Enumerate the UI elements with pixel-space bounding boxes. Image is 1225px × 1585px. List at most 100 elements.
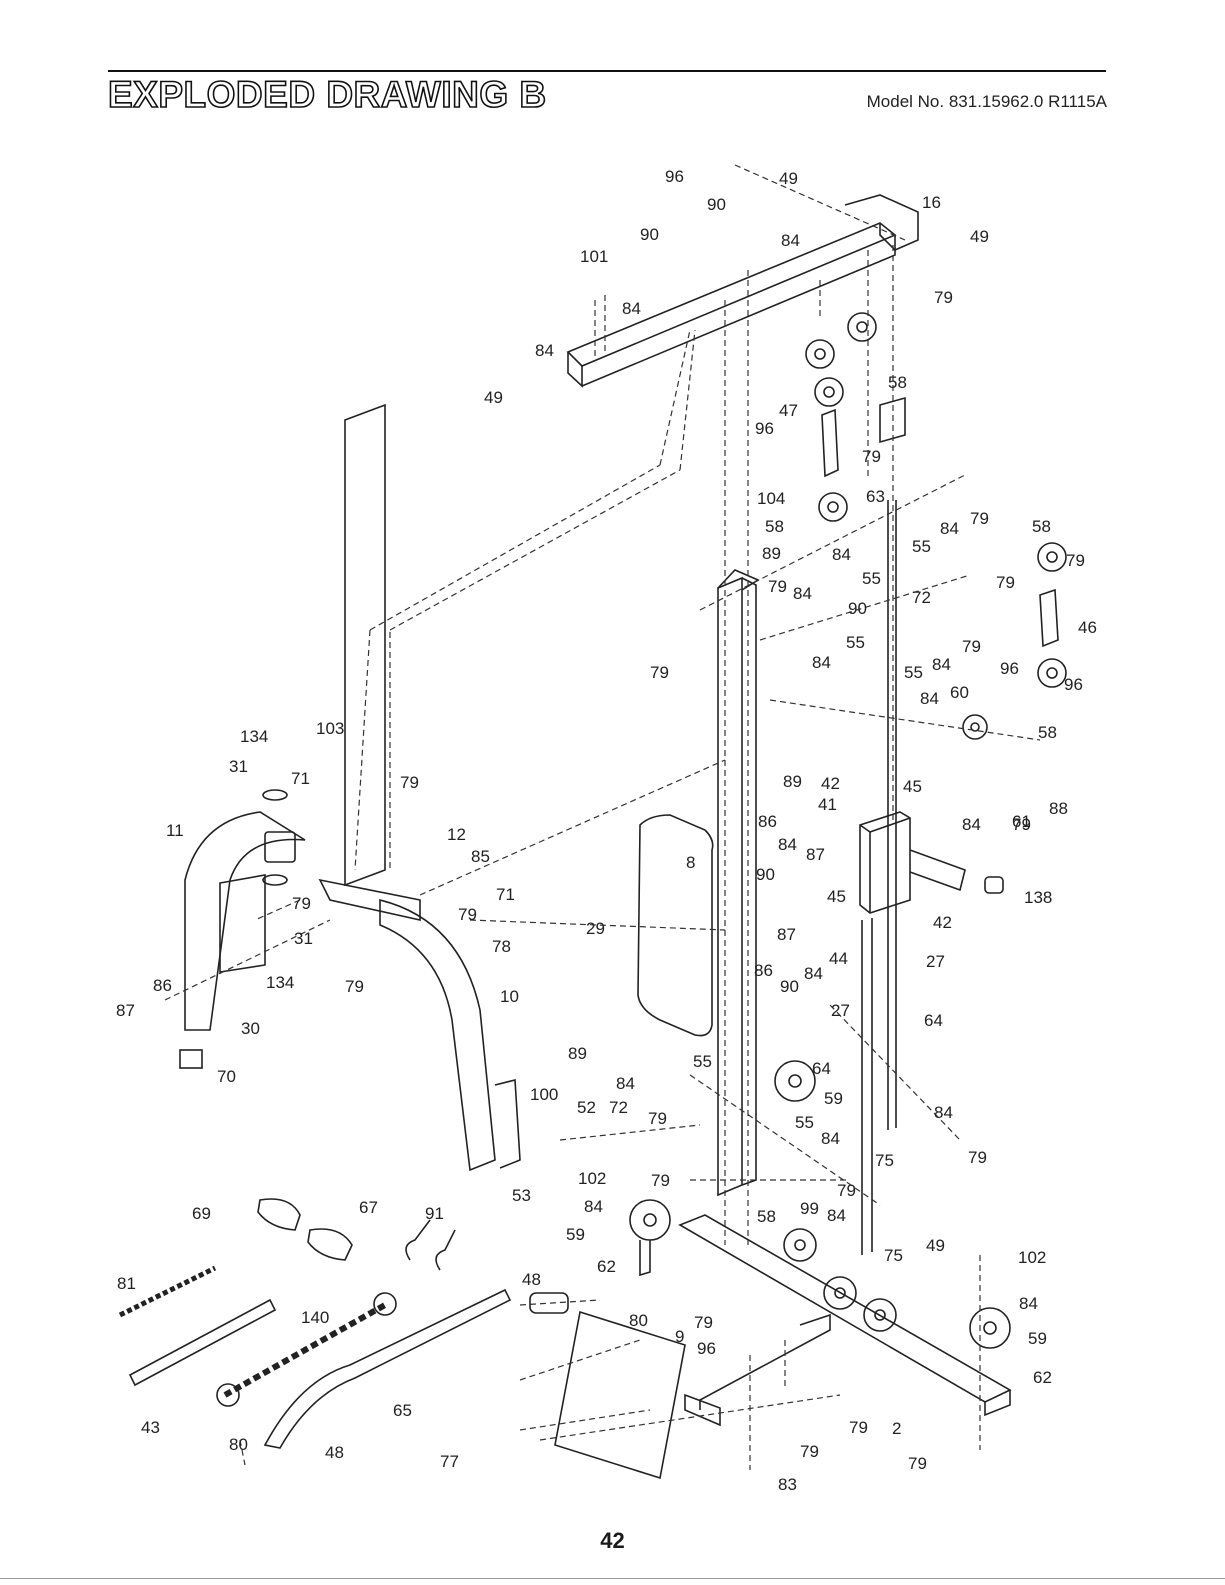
part-label: 101: [580, 247, 608, 266]
front-pad: [219, 874, 266, 973]
part-label: 58: [1032, 517, 1051, 536]
part-label: 49: [970, 227, 989, 246]
pulley: [774, 1060, 816, 1102]
part-label: 84: [535, 341, 554, 360]
part-label: 45: [903, 777, 922, 796]
part-label: 84: [827, 1206, 846, 1225]
pulley: [1037, 542, 1067, 572]
part-label: 11: [166, 821, 184, 840]
part-label: 79: [968, 1148, 987, 1167]
part-label: 84: [920, 689, 939, 708]
part-label: 43: [141, 1418, 160, 1437]
front-leg: [184, 811, 306, 1031]
part-label: 84: [932, 655, 951, 674]
part-label: 99: [800, 1199, 819, 1218]
pulley: [969, 1307, 1011, 1349]
part-label: 86: [758, 812, 777, 831]
part-label: 89: [783, 772, 802, 791]
model-number: Model No. 831.15962.0 R1115A: [866, 92, 1107, 111]
part-label: 44: [829, 949, 848, 968]
part-label: 90: [640, 225, 659, 244]
part-label: 90: [756, 865, 775, 884]
part-label: 64: [924, 1011, 943, 1030]
part-label: 84: [781, 231, 800, 250]
part-label: 58: [1038, 723, 1057, 742]
part-label: 79: [400, 773, 419, 792]
bottom-rule: [0, 1578, 1225, 1579]
part-label: 79: [345, 977, 364, 996]
part-label: 58: [888, 373, 907, 392]
part-label: 55: [904, 663, 923, 682]
part-label: 45: [827, 887, 846, 906]
part-label: 79: [768, 577, 787, 596]
part-label: 55: [846, 633, 865, 652]
part-label: 55: [795, 1113, 814, 1132]
part-label: 86: [153, 976, 172, 995]
part-label: 79: [1012, 815, 1031, 834]
part-label: 53: [512, 1186, 531, 1205]
part-label: 62: [597, 1257, 616, 1276]
part-label: 84: [821, 1129, 840, 1148]
pulley: [805, 339, 835, 369]
pulley: [1037, 658, 1067, 688]
back-pad: [637, 814, 714, 1037]
top-bracket: [844, 194, 919, 251]
part-label: 79: [908, 1454, 927, 1473]
part-label: 84: [622, 299, 641, 318]
part-label: 96: [1064, 675, 1083, 694]
part-label: 79: [292, 894, 311, 913]
part-label: 87: [116, 1001, 135, 1020]
part-label: 58: [757, 1207, 776, 1226]
part-label: 96: [697, 1339, 716, 1358]
part-label: 2: [892, 1419, 901, 1438]
part-label: 79: [648, 1109, 667, 1128]
part-label: 134: [266, 973, 294, 992]
part-label: 48: [522, 1270, 541, 1289]
part-label: 71: [291, 769, 310, 788]
part-label: 70: [217, 1067, 236, 1086]
part-label: 59: [1028, 1329, 1047, 1348]
part-label: 79: [1066, 551, 1085, 570]
part-label: 10: [500, 987, 519, 1006]
part-label: 81: [117, 1274, 136, 1293]
page-title: EXPLODED DRAWING B: [107, 74, 547, 115]
part-label: 85: [471, 847, 490, 866]
part-label: 84: [962, 815, 981, 834]
part-label: 47: [779, 401, 798, 420]
part-label: 102: [578, 1169, 606, 1188]
part-label: 79: [651, 1171, 670, 1190]
part-label: 83: [778, 1475, 797, 1494]
part-label: 96: [755, 419, 774, 438]
part-label: 84: [812, 653, 831, 672]
rope: [223, 1302, 387, 1398]
part-label: 62: [1033, 1368, 1052, 1387]
part-label: 27: [831, 1001, 850, 1020]
part-label: 79: [970, 509, 989, 528]
part-label: 138: [1024, 888, 1052, 907]
part-label: 65: [393, 1401, 412, 1420]
part-label: 80: [629, 1311, 648, 1330]
part-label: 71: [496, 885, 515, 904]
part-label: 89: [762, 544, 781, 563]
part-label: 91: [425, 1204, 444, 1223]
pulley: [863, 1298, 897, 1332]
part-label: 16: [922, 193, 941, 212]
part-label: 49: [484, 388, 503, 407]
part-label: 27: [926, 952, 945, 971]
part-label: 90: [707, 195, 726, 214]
part-label: 88: [1049, 799, 1068, 818]
part-label: 79: [800, 1442, 819, 1461]
page-number: 42: [600, 1528, 625, 1553]
part-label: 67: [359, 1198, 378, 1217]
part-label: 72: [912, 588, 931, 607]
part-label: 100: [530, 1085, 558, 1104]
part-label: 55: [693, 1052, 712, 1071]
part-label: 78: [492, 937, 511, 956]
part-label: 31: [294, 929, 313, 948]
part-label: 49: [779, 169, 798, 188]
part-label: 52: [577, 1098, 596, 1117]
part-label: 84: [778, 835, 797, 854]
part-label: 30: [241, 1019, 260, 1038]
part-label: 55: [862, 569, 881, 588]
